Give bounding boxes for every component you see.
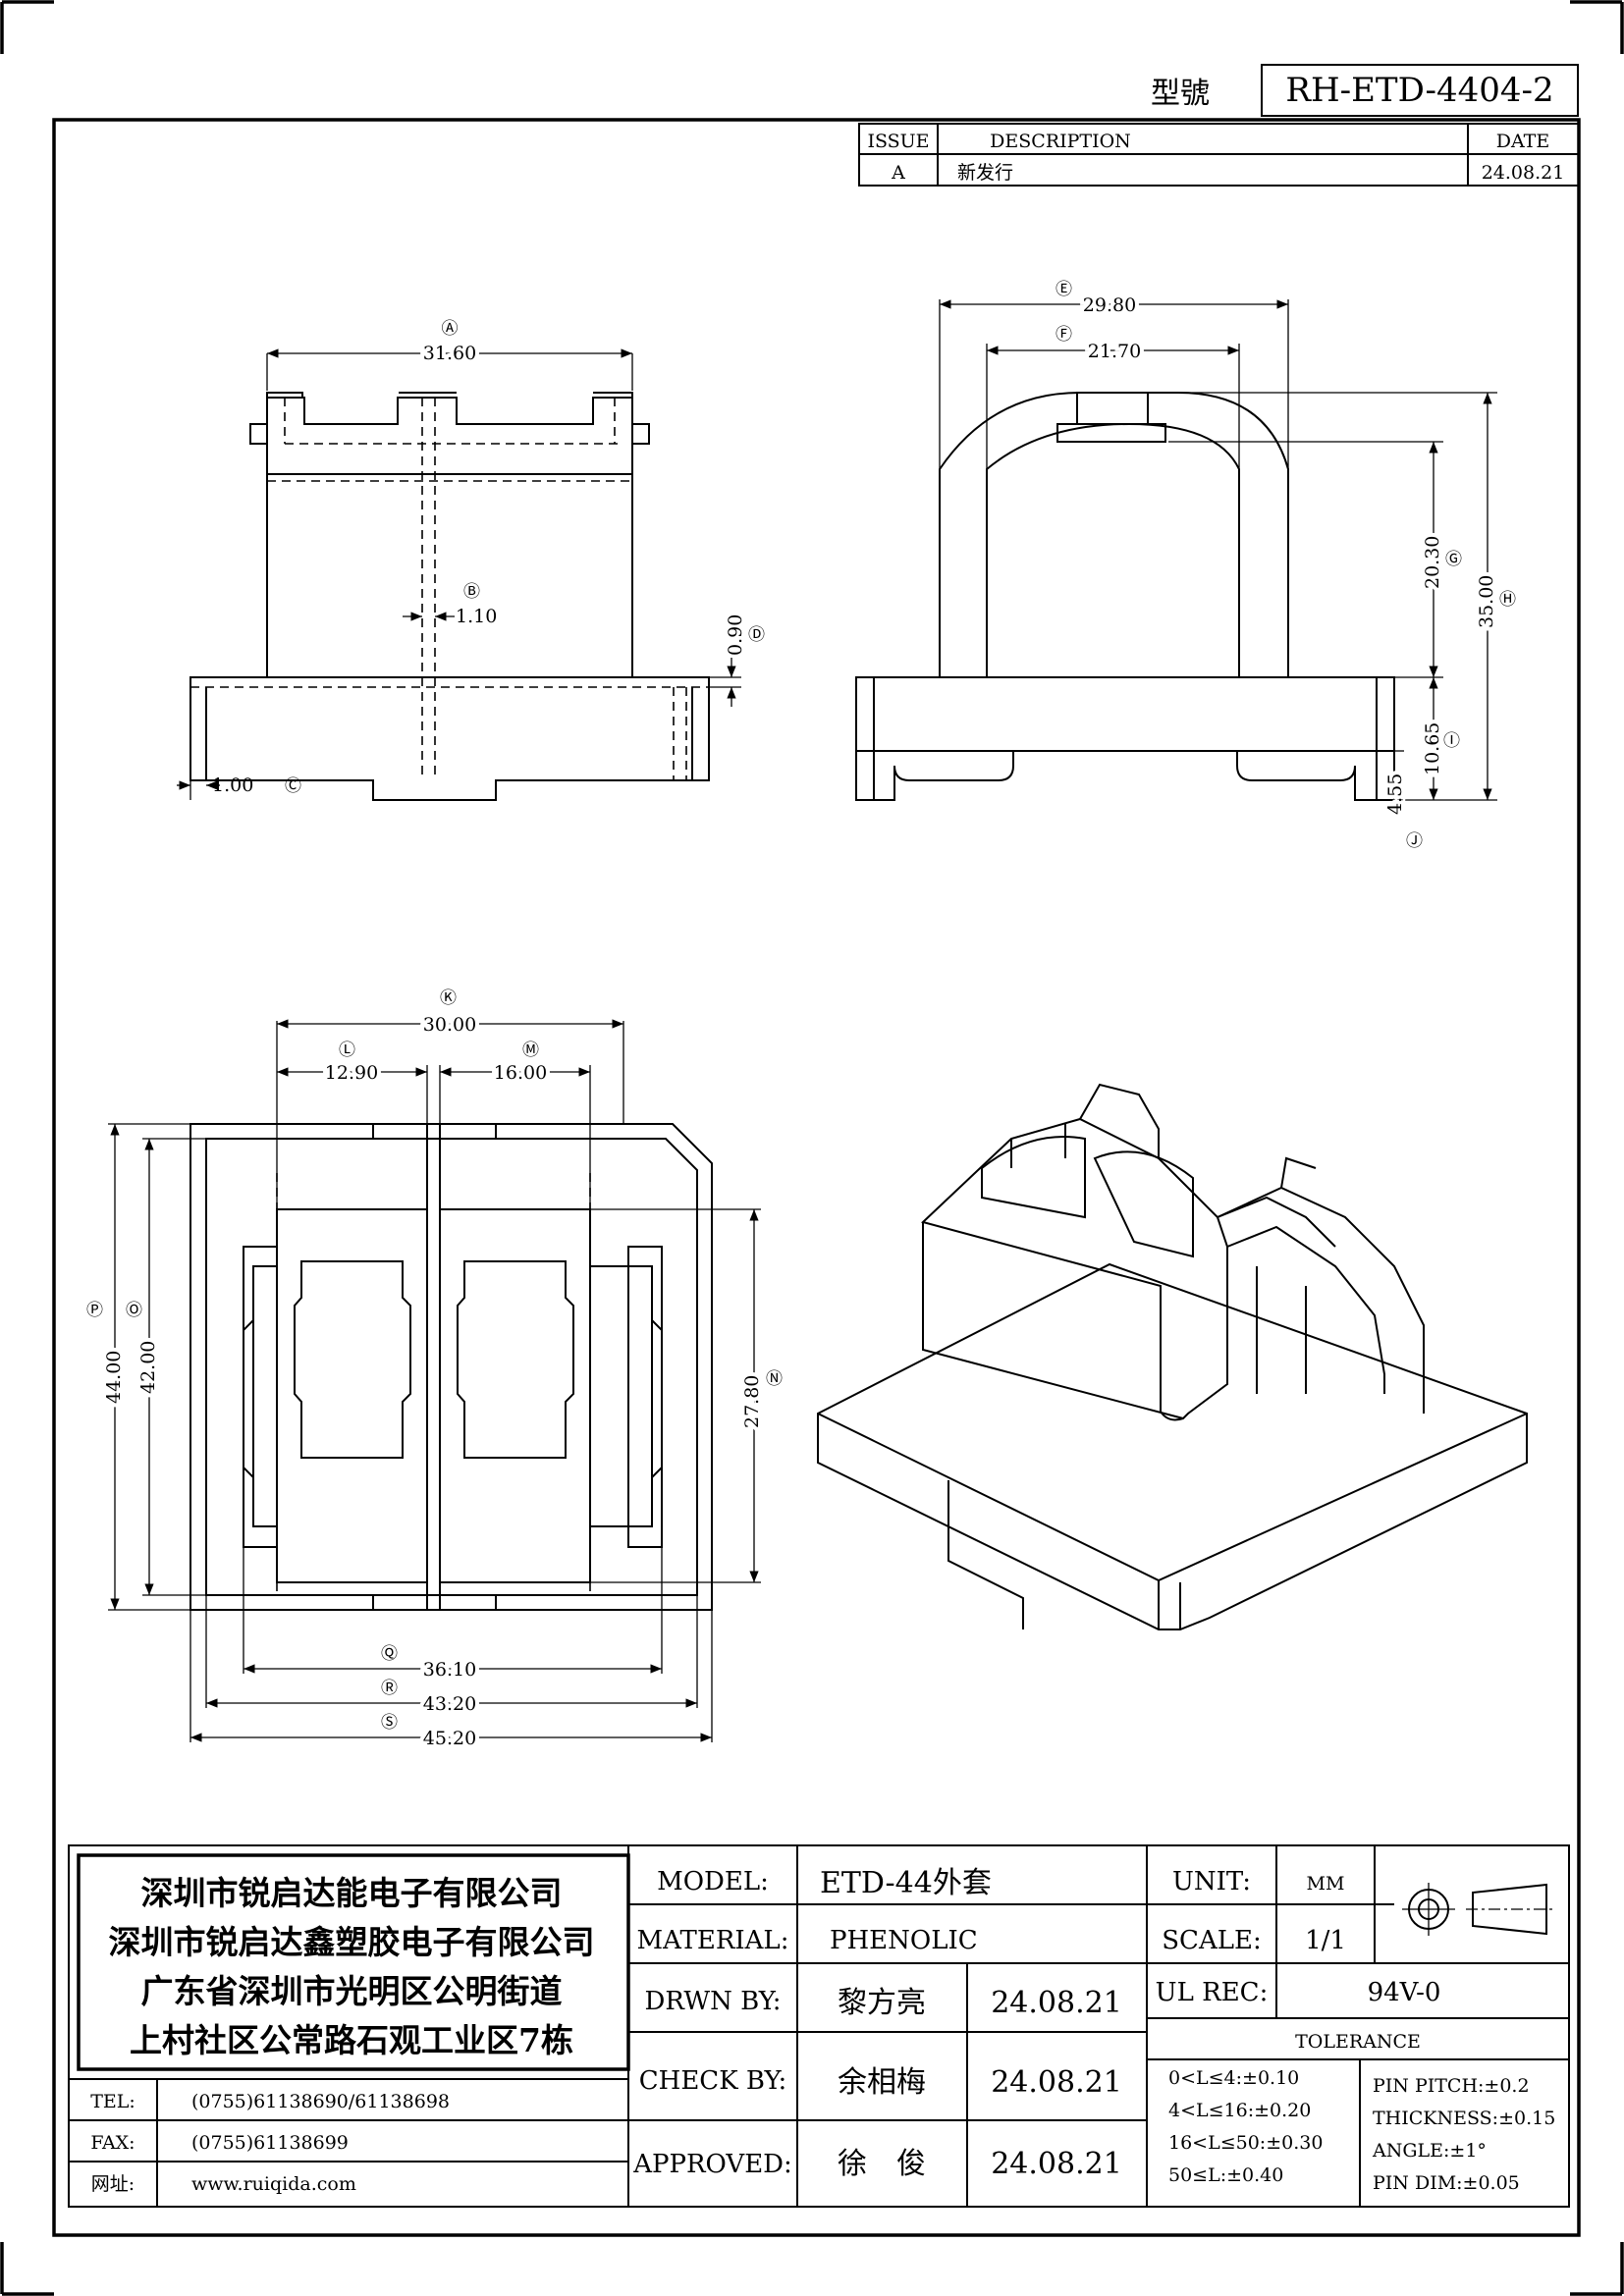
check-date: 24.08.21 xyxy=(991,2065,1122,2100)
check-label: CHECK BY: xyxy=(639,2066,787,2096)
web-label: 网址: xyxy=(91,2173,135,2195)
dim-b: 1.10 xyxy=(456,606,497,627)
material-value: PHENOLIC xyxy=(830,1926,978,1955)
tolerance-1: 0<L≤4:±0.10 xyxy=(1168,2067,1299,2089)
callout-o: Ⓞ xyxy=(126,1301,142,1320)
dim-c: 1.00 xyxy=(212,774,253,796)
dim-a: 31.60 xyxy=(423,343,476,364)
scale-label: SCALE: xyxy=(1162,1926,1262,1955)
model-field-value: ETD-44外套 xyxy=(820,1866,992,1900)
dim-q: 36.10 xyxy=(423,1659,476,1681)
tel-label: TEL: xyxy=(90,2091,135,2112)
ul-value: 94V-0 xyxy=(1368,1978,1441,2007)
web-value: www.ruiqida.com xyxy=(191,2173,356,2195)
company-name-1: 深圳市锐启达能电子有限公司 xyxy=(141,1874,563,1912)
projection-symbol-icon xyxy=(1402,1883,1553,1936)
tolerance-3: 16<L≤50:±0.30 xyxy=(1168,2132,1323,2154)
rev-col-description: DESCRIPTION xyxy=(990,131,1131,152)
drawn-value: 黎方亮 xyxy=(838,1986,926,2020)
callout-n: Ⓝ xyxy=(766,1369,783,1389)
callout-q: Ⓠ xyxy=(381,1644,398,1664)
side-view xyxy=(855,392,1395,801)
top-view xyxy=(189,1123,713,1611)
callout-h: Ⓗ xyxy=(1499,590,1516,610)
dim-k: 30.00 xyxy=(423,1014,476,1036)
dim-h: 35.00 xyxy=(1476,575,1497,628)
callout-f: Ⓕ xyxy=(1056,325,1072,345)
dim-r: 43.20 xyxy=(423,1693,476,1715)
approved-value: 徐 俊 xyxy=(838,2147,926,2181)
model-label: 型號 xyxy=(1151,77,1210,111)
pin-pitch: PIN PITCH:±0.2 xyxy=(1373,2075,1530,2097)
callout-d: Ⓓ xyxy=(748,625,765,645)
check-value: 余相梅 xyxy=(838,2065,926,2100)
angle-tolerance: ANGLE:±1° xyxy=(1372,2140,1487,2162)
revision-table: ISSUE DESCRIPTION DATE A 新发行 24.08.21 xyxy=(858,123,1580,187)
title-block: 深圳市锐启达能电子有限公司 深圳市锐启达鑫塑胶电子有限公司 广东省深圳市光明区公… xyxy=(68,1844,1570,2208)
callout-s: Ⓢ xyxy=(381,1713,398,1733)
callout-r: Ⓡ xyxy=(381,1679,398,1698)
tolerance-2: 4<L≤16:±0.20 xyxy=(1168,2100,1311,2121)
callout-g: Ⓖ xyxy=(1445,550,1462,569)
front-view-dimensions: 31.60 Ⓐ 1.10 Ⓑ 1.00 Ⓒ 0.90 Ⓓ xyxy=(177,319,765,800)
dim-l: 12.90 xyxy=(325,1062,378,1084)
drawn-label: DRWN BY: xyxy=(645,1987,782,2016)
company-name-2: 深圳市锐启达鑫塑胶电子有限公司 xyxy=(109,1923,595,1961)
callout-b: Ⓑ xyxy=(463,582,480,602)
callout-j: Ⓙ xyxy=(1406,831,1423,851)
dim-e: 29.80 xyxy=(1083,294,1136,316)
callout-k: Ⓚ xyxy=(440,988,457,1008)
approved-date: 24.08.21 xyxy=(991,2147,1122,2181)
callout-p: Ⓟ xyxy=(86,1301,103,1320)
callout-c: Ⓒ xyxy=(285,776,301,796)
isometric-view xyxy=(817,1083,1528,1630)
dim-m: 16.00 xyxy=(494,1062,547,1084)
callout-a: Ⓐ xyxy=(442,319,459,339)
tel-value: (0755)61138690/61138698 xyxy=(191,2091,450,2112)
rev-col-date: DATE xyxy=(1496,131,1549,152)
thickness-tolerance: THICKNESS:±0.15 xyxy=(1373,2108,1555,2129)
company-address-1: 广东省深圳市光明区公明街道 xyxy=(141,1972,563,2010)
tolerance-4: 50≤L:±0.40 xyxy=(1168,2164,1283,2186)
pin-dim-tolerance: PIN DIM:±0.05 xyxy=(1373,2172,1520,2194)
callout-l: Ⓛ xyxy=(339,1041,355,1060)
callout-e: Ⓔ xyxy=(1056,280,1072,299)
dim-i: 10.65 xyxy=(1422,722,1443,775)
approved-label: APPROVED: xyxy=(632,2150,792,2179)
dim-s: 45.20 xyxy=(423,1728,476,1749)
drawn-date: 24.08.21 xyxy=(991,1986,1122,2020)
fax-label: FAX: xyxy=(90,2132,135,2154)
callout-i: Ⓘ xyxy=(1443,731,1460,751)
ul-label: UL REC: xyxy=(1156,1978,1269,2007)
dim-f: 21.70 xyxy=(1088,341,1141,362)
unit-label: UNIT: xyxy=(1172,1867,1251,1896)
rev-issue: A xyxy=(891,162,905,184)
side-view-dimensions: 29.80 Ⓔ 21.70 Ⓕ 20.30 Ⓖ 35.00 Ⓗ 10.65 Ⓘ … xyxy=(939,280,1516,851)
rev-date: 24.08.21 xyxy=(1482,162,1565,184)
dim-j: 4.55 xyxy=(1384,774,1406,815)
dim-o: 42.00 xyxy=(137,1341,159,1394)
unit-value: MM xyxy=(1307,1873,1345,1895)
dim-g: 20.30 xyxy=(1422,536,1443,589)
dim-d: 0.90 xyxy=(725,614,746,656)
rev-col-issue: ISSUE xyxy=(867,131,929,152)
rev-description: 新发行 xyxy=(957,162,1013,184)
dim-p: 44.00 xyxy=(103,1351,125,1404)
front-view xyxy=(189,392,710,801)
fax-value: (0755)61138699 xyxy=(191,2132,349,2154)
company-address-2: 上村社区公常路石观工业区7栋 xyxy=(130,2021,573,2059)
tolerance-label: TOLERANCE xyxy=(1295,2031,1421,2053)
top-view-dimensions: 30.00 Ⓚ 12.90 Ⓛ 16.00 Ⓜ 27.80 Ⓝ 42.00 Ⓞ … xyxy=(86,988,783,1753)
callout-m: Ⓜ xyxy=(522,1041,539,1060)
header-model: 型號 RH-ETD-4404-2 xyxy=(1151,64,1579,117)
dim-n: 27.80 xyxy=(741,1375,763,1428)
material-label: MATERIAL: xyxy=(637,1926,789,1955)
model-field-label: MODEL: xyxy=(657,1867,769,1896)
model-number: RH-ETD-4404-2 xyxy=(1285,71,1553,110)
scale-value: 1/1 xyxy=(1305,1926,1346,1955)
